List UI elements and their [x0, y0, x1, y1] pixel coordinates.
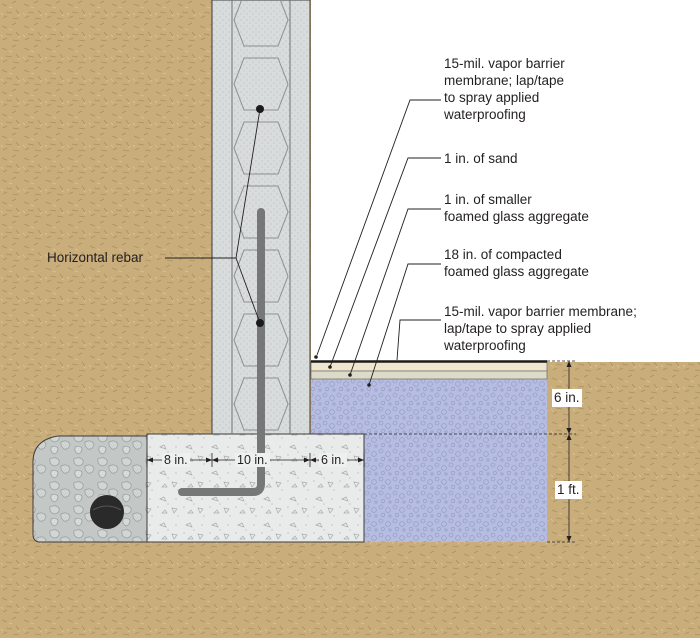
leader-dot: [328, 365, 332, 369]
block-cores: [233, 0, 289, 431]
dimension-footing-left: 8 in.: [162, 453, 190, 467]
callout-vapor-barrier-top: 15-mil. vapor barrier membrane; lap/tape…: [444, 56, 565, 122]
callout-vapor-barrier-bottom: 15-mil. vapor barrier membrane; lap/tape…: [444, 304, 637, 353]
gravel-drain: [32, 435, 148, 543]
drain-pipe: [90, 495, 124, 529]
leader-dot: [367, 383, 371, 387]
leader-dot: [314, 355, 318, 359]
vertical-rebar: [178, 208, 265, 496]
dimension-footing-right: 6 in.: [319, 453, 347, 467]
callout-compacted-aggregate: 18 in. of compacted foamed glass aggrega…: [444, 247, 589, 279]
right-dimension-arrows: [566, 361, 572, 542]
callout-sand: 1 in. of sand: [444, 151, 518, 166]
dimension-right-bottom: 1 ft.: [555, 481, 582, 499]
callout-horizontal-rebar: Horizontal rebar: [47, 250, 144, 265]
dimension-footing-wall: 10 in.: [235, 453, 270, 467]
leader-dot: [348, 373, 352, 377]
sand-layer: [310, 361, 548, 372]
leader-lines: [165, 99, 441, 386]
drain-pipe-slot: [92, 505, 122, 511]
smaller-aggregate-layer: [310, 370, 548, 380]
callout-smaller-aggregate: 1 in. of smaller foamed glass aggregate: [444, 192, 589, 224]
dimension-right-top: 6 in.: [552, 389, 582, 407]
footing-dimension-arrows: [147, 457, 364, 463]
